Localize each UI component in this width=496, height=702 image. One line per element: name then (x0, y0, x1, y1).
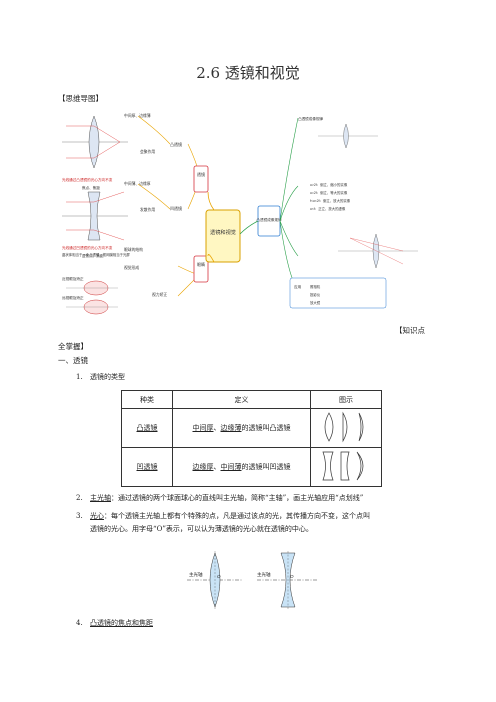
convex-def-b: 边缘薄 (220, 424, 242, 432)
item-1: 1. 透镜的类型 (76, 371, 446, 384)
mm-myopia: 近视眼及矫正 (62, 276, 84, 281)
convex-def-cell: 中间厚、边缘薄的透镜叫凸透镜 (172, 408, 311, 448)
item-4-num: 4. (76, 619, 83, 627)
eye-diagram-2 (66, 299, 118, 315)
page-title: 2.6 透镜和视觉 (196, 64, 300, 82)
mm-u-lt-f: u<f：正立、放大的虚像 (310, 206, 346, 211)
lens-type-table: 种类 定义 图示 凸透镜 中间厚、边缘薄的透镜叫凸透镜 凹透镜 边缘厚、中间薄的… (121, 390, 382, 487)
convex-def-sep: 、 (213, 424, 221, 432)
mm-axis-concave: 光线通过凹透镜的光心方向不变 (62, 245, 113, 250)
item-3-text: ：每个透镜主光轴上都有个特殊的点，凡是通过该点的光，其传播方向不变，这个点叫 (104, 512, 370, 520)
item-1-num: 1. (76, 373, 83, 381)
item-2-num: 2. (76, 494, 83, 502)
concave-kind-cell: 凹透镜 (121, 447, 173, 487)
item-3-text2: 透镜的光心。用字母“O”表示，可以认为薄透镜的光心就在透镜的中心。 (90, 525, 313, 533)
table-row: 凸透镜 中间厚、边缘薄的透镜叫凸透镜 (121, 408, 382, 448)
item-4: 4. 凸透镜的焦点和焦距 (76, 617, 446, 630)
mm-right-hub: 凸透镜成像规律 (256, 217, 282, 222)
item-1-text: 透镜的类型 (90, 373, 125, 381)
item-3: 3. 光心：每个透镜主光轴上都有个特殊的点，凡是通过该点的光，其传播方向不变，这个… (76, 510, 446, 536)
concave-def-a: 边缘厚 (192, 463, 214, 471)
table-header-row: 种类 定义 图示 (121, 390, 382, 409)
convex-lens-shapes (324, 411, 364, 443)
item-2: 2. 主光轴：通过透镜的两个球面球心的直线叫主光轴，简称“主轴”，画主光轴应用“点… (76, 492, 446, 505)
mm-converge: 会聚作用 (140, 149, 155, 154)
mm-f-u-2f: f<u<2f：倒立、放大的实像 (310, 198, 351, 203)
mm-hub-lens: 透镜 (197, 171, 205, 177)
o-label-concave: O (290, 574, 294, 579)
item-3-term: 光心 (90, 512, 104, 520)
concave-def-b: 中间薄 (220, 463, 242, 471)
knowledge-point-heading-b: 全掌握】 (58, 342, 88, 351)
mm-center: 透镜和视觉 (210, 228, 236, 236)
item-2-text: ：通过透镜的两个球面球心的直线叫主光轴，简称“主轴”，画主光轴应用“点划线” (111, 494, 364, 502)
mm-diverge: 发散作用 (140, 207, 155, 212)
mm-mid-thick: 中间厚、边缘薄 (124, 113, 151, 118)
mm-eye-lens: 晶状体相当于一个凸透镜，视网膜相当于光屏 (62, 252, 130, 257)
th-kind: 种类 (121, 390, 173, 409)
concave-figure-cell (310, 447, 382, 487)
imaging-diagram-1 (318, 123, 378, 149)
section-heading-mindmap: 【思维导图】 (58, 94, 103, 103)
mm-concave: 凹透镜 (170, 205, 182, 211)
convex-figure-cell (310, 408, 382, 448)
table-row: 凹透镜 边缘厚、中间薄的透镜叫凹透镜 (121, 447, 382, 487)
o-label-convex: O (217, 574, 221, 579)
mm-magnifier: 放大镜 (310, 300, 321, 305)
concave-def-c: 的透镜叫凹透镜 (241, 463, 291, 471)
convex-def-c: 的透镜叫凸透镜 (241, 424, 291, 432)
concave-def-cell: 边缘厚、中间薄的透镜叫凹透镜 (172, 447, 311, 487)
mm-convex: 凸透镜 (170, 141, 182, 147)
mind-map-figure: 光线通过凸透镜的光心方向不变 焦点、焦距 光线通过凹透镜的光心方向不变 虚焦点、… (62, 113, 418, 315)
th-figure: 图示 (310, 390, 382, 409)
item-3-num: 3. (76, 512, 83, 520)
axis-label-concave: 主光轴 (257, 571, 271, 578)
mm-camera: 照相机 (310, 284, 321, 289)
mm-hyperopia: 远视眼及矫正 (62, 295, 84, 300)
mm-u-eq-2f: u=2f：倒立、等大的实像 (310, 190, 348, 195)
optical-center-figure: 主光轴 O 主光轴 O (187, 551, 318, 609)
axis-label-convex: 主光轴 (189, 571, 203, 578)
mm-apps: 应用 (294, 284, 302, 289)
mm-eye-structure: 眼球的结构 (124, 247, 143, 252)
convex-def-a: 中间厚 (192, 424, 214, 432)
mm-mid-thin: 中间薄、边缘厚 (124, 181, 151, 186)
th-definition: 定义 (172, 390, 311, 409)
concave-lens-shapes (322, 451, 364, 481)
item-4-text: 凸透镜的焦点和焦距 (90, 619, 153, 627)
eye-diagram-1 (66, 280, 118, 296)
lens-heading: 一、透镜 (58, 356, 88, 365)
mm-hub-eye: 眼睛 (197, 261, 205, 267)
mm-correct: 视力矫正 (152, 292, 167, 297)
convex-lens-diagram (62, 115, 128, 169)
imaging-diagram-2 (338, 233, 418, 269)
mm-axis-convex: 光线通过凸透镜的光心方向不变 (62, 177, 113, 182)
convex-kind: 凸透镜 (136, 424, 158, 432)
mm-focus-real: 焦点、焦距 (82, 185, 100, 190)
item-2-term: 主光轴 (90, 494, 111, 502)
concave-def-sep: 、 (213, 463, 221, 471)
mm-projector: 投影仪 (310, 292, 321, 297)
mm-vision: 视觉形成 (124, 265, 139, 270)
knowledge-point-heading-a: 【知识点 (395, 326, 425, 335)
concave-lens-diagram (62, 191, 128, 241)
convex-kind-cell: 凸透镜 (121, 408, 173, 448)
mm-focus-virtual: 虚焦点、焦距 (82, 253, 104, 258)
mm-u2f: u>2f：倒立、缩小的实像 (310, 182, 348, 187)
mm-rule-title: 凸透镜成像规律 (298, 116, 324, 121)
concave-kind: 凹透镜 (136, 463, 158, 471)
